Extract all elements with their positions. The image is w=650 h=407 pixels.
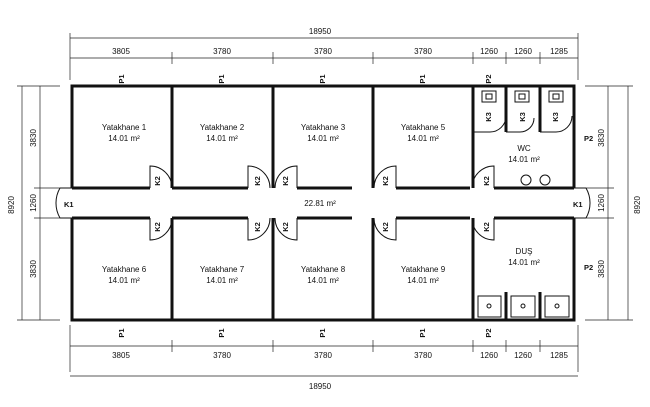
bottom-dimensions: 3805 3780 3780 3780 1260 1260 1285 18950 [69,325,579,391]
dim-top-4: 3780 [414,47,432,56]
door-tag-k2: K2 [381,176,390,186]
door-swings [55,165,591,241]
window-tag-p1: P1 [117,328,126,337]
corridor-area: 22.81 m² [304,199,336,208]
toilet-icon [514,90,530,103]
window-tag-p1: P1 [318,328,327,337]
dim-right-3: 3830 [597,260,606,278]
room-name: Yatakhane 5 [401,123,446,132]
door-tag-k2: K2 [253,222,262,232]
room-name: Yatakhane 8 [301,265,346,274]
window-tag-p2: P2 [584,263,593,272]
room-area: 14.01 m² [508,155,540,164]
room-area: 14.01 m² [307,134,339,143]
window-tag-p1: P1 [418,74,427,83]
door-tags: K1 K1 K2 K2 K2 K2 K2 K2 K2 K2 K2 K2 K3 K… [64,112,583,232]
room-area: 14.01 m² [407,276,439,285]
door-tag-k1: K1 [573,200,583,209]
window-tag-p1: P1 [418,328,427,337]
dim-bottom-4: 3780 [414,351,432,360]
door-tag-k1: K1 [64,200,74,209]
dim-right-1: 3830 [597,129,606,147]
room-area: 14.01 m² [307,276,339,285]
room-name: DUŞ [516,247,533,256]
door-tag-k3: K3 [484,112,493,122]
room-area: 14.01 m² [407,134,439,143]
dim-top-3: 3780 [314,47,332,56]
shower-tray-icon [477,295,502,318]
wc-cubicles [473,86,573,186]
room-labels: Yatakhane 1 14.01 m² Yatakhane 2 14.01 m… [102,123,540,285]
left-dimensions: 8920 3830 1260 3830 [7,85,60,321]
door-tag-k3: K3 [518,112,527,122]
room-name: Yatakhane 3 [301,123,346,132]
overall-height-left: 8920 [7,196,16,214]
dim-bottom-7: 1285 [550,351,568,360]
top-dimensions: 18950 3805 3780 3780 3780 1260 1260 1285 [69,27,579,80]
window-tag-p1: P1 [217,328,226,337]
room-area: 14.01 m² [206,276,238,285]
dim-bottom-6: 1260 [514,351,532,360]
sink-icon [539,174,551,186]
dim-left-3: 3830 [29,260,38,278]
door-tag-k2: K2 [281,176,290,186]
dim-top-7: 1285 [550,47,568,56]
door-tag-k3: K3 [551,112,560,122]
bottom-row-walls [72,216,574,320]
toilet-icon [548,90,564,103]
door-tag-k2: K2 [482,222,491,232]
window-tag-p2: P2 [484,328,493,337]
windows [108,85,575,321]
room-name: Yatakhane 1 [102,123,147,132]
room-name: Yatakhane 7 [200,265,245,274]
overall-height-right: 8920 [633,196,642,214]
dim-right-2: 1260 [597,194,606,212]
door-tag-k2: K2 [482,176,491,186]
room-name: Yatakhane 9 [401,265,446,274]
right-dimensions: 8920 3830 1260 3830 [585,85,642,321]
sink-icon [520,174,532,186]
dim-left-1: 3830 [29,129,38,147]
shower-tray-icon [544,295,570,318]
room-name: Yatakhane 6 [102,265,147,274]
window-tag-p1: P1 [117,74,126,83]
top-row-walls [72,86,574,190]
overall-width-top: 18950 [309,27,332,36]
dim-top-2: 3780 [213,47,231,56]
dim-left-2: 1260 [29,194,38,212]
door-tag-k2: K2 [253,176,262,186]
window-tags: P1 P1 P1 P1 P2 P1 P1 P1 P1 P2 P2 P2 [117,74,593,337]
dim-bottom-1: 3805 [112,351,130,360]
window-tag-p1: P1 [318,74,327,83]
window-tag-p1: P1 [217,74,226,83]
dim-top-6: 1260 [514,47,532,56]
room-area: 14.01 m² [206,134,238,143]
dim-top-1: 3805 [112,47,130,56]
shower-stalls [477,292,570,320]
window-tag-p2: P2 [484,74,493,83]
door-tag-k2: K2 [381,222,390,232]
shower-tray-icon [510,295,536,318]
room-name: WC [517,144,531,153]
overall-width-bottom: 18950 [309,382,332,391]
dim-bottom-5: 1260 [480,351,498,360]
room-area: 14.01 m² [108,134,140,143]
dim-bottom-2: 3780 [213,351,231,360]
dim-bottom-3: 3780 [314,351,332,360]
room-area: 14.01 m² [108,276,140,285]
door-tag-k2: K2 [281,222,290,232]
toilet-icon [481,90,497,103]
door-tag-k2: K2 [153,222,162,232]
window-tag-p2: P2 [584,134,593,143]
dim-top-5: 1260 [480,47,498,56]
room-name: Yatakhane 2 [200,123,245,132]
door-tag-k2: K2 [153,176,162,186]
room-area: 14.01 m² [508,258,540,267]
